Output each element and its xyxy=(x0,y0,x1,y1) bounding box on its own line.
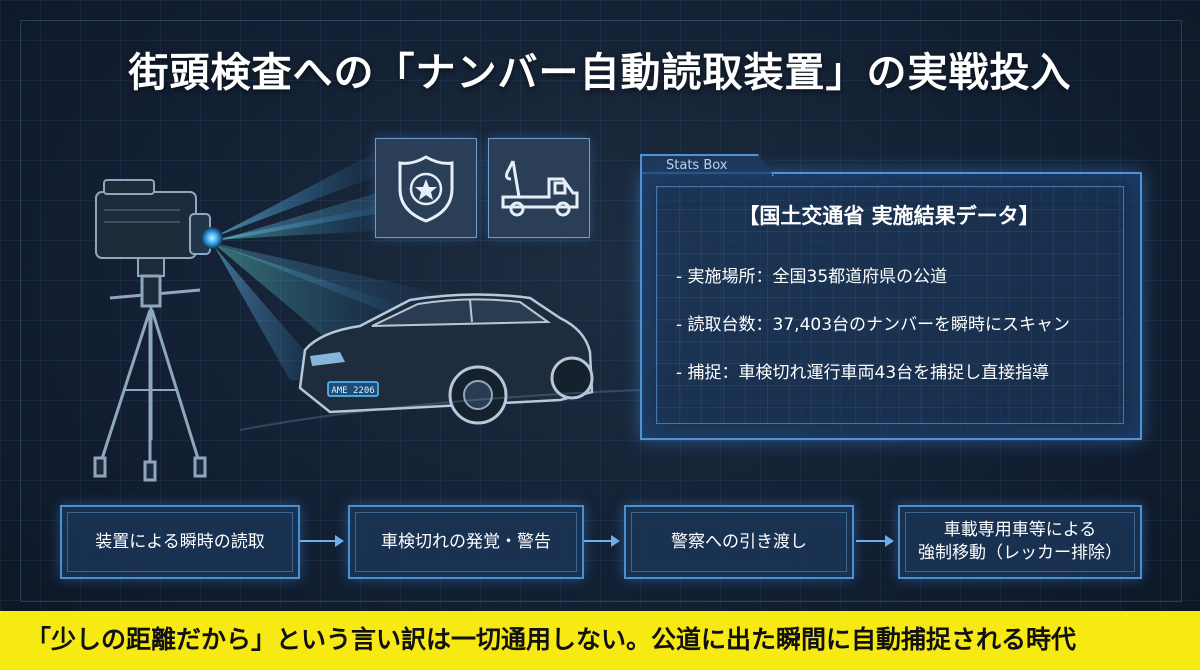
flow-arrow-2 xyxy=(584,535,620,547)
stats-tab: Stats Box xyxy=(640,154,774,176)
tripod-icon xyxy=(93,274,207,482)
flow-step-3-label: 警察への引き渡し xyxy=(671,531,807,552)
flow-step-1-label: 装置による瞬時の読取 xyxy=(95,531,265,552)
page-title: 街頭検査への「ナンバー自動読取装置」の実戦投入 xyxy=(128,50,1072,96)
car-icon: AME 2206 xyxy=(239,293,640,431)
stats-heading: 【国土交通省 実施結果データ】 xyxy=(738,204,1040,228)
flow-step-2: 車検切れの発覚・警告 xyxy=(348,505,584,579)
stats-inner-panel xyxy=(656,186,1124,424)
police-badge-icon xyxy=(398,155,454,223)
caption-banner xyxy=(0,611,1200,670)
stats-box xyxy=(640,172,1142,440)
stats-item-scans: - 読取台数：37,403台のナンバーを瞬時にスキャン xyxy=(676,315,1071,335)
scanner-scene: AME 2206 xyxy=(93,150,640,482)
flow-step-1: 装置による瞬時の読取 xyxy=(60,505,300,579)
stats-tab-label: Stats Box xyxy=(666,158,728,173)
blueprint-frame xyxy=(20,20,1182,602)
flow-arrow-1 xyxy=(300,535,344,547)
flow-step-4-line1: 車載専用車等による xyxy=(943,520,1097,541)
flow-step-4-line2: 強制移動（レッカー排除） xyxy=(918,543,1122,563)
tow-truck-icon xyxy=(501,160,579,217)
flow-step-3: 警察への引き渡し xyxy=(624,505,854,579)
stats-item-captured: - 捕捉：車検切れ運行車両43台を捕捉し直接指導 xyxy=(676,363,1050,383)
tow-icon-box xyxy=(488,138,590,238)
license-plate: AME 2206 xyxy=(331,386,374,396)
camera-icon xyxy=(95,179,223,277)
stats-item-location: - 実施場所：全国35都道府県の公道 xyxy=(676,267,948,287)
flow-step-2-label: 車検切れの発覚・警告 xyxy=(381,531,551,552)
caption-text: 「少しの距離だから」という言い訳は一切通用しない。公道に出た瞬間に自動捕捉される… xyxy=(26,625,1077,654)
flow-arrow-3 xyxy=(856,535,894,547)
police-icon-box xyxy=(375,138,477,238)
flow-step-4: 車載専用車等による 強制移動（レッカー排除） xyxy=(898,505,1142,579)
